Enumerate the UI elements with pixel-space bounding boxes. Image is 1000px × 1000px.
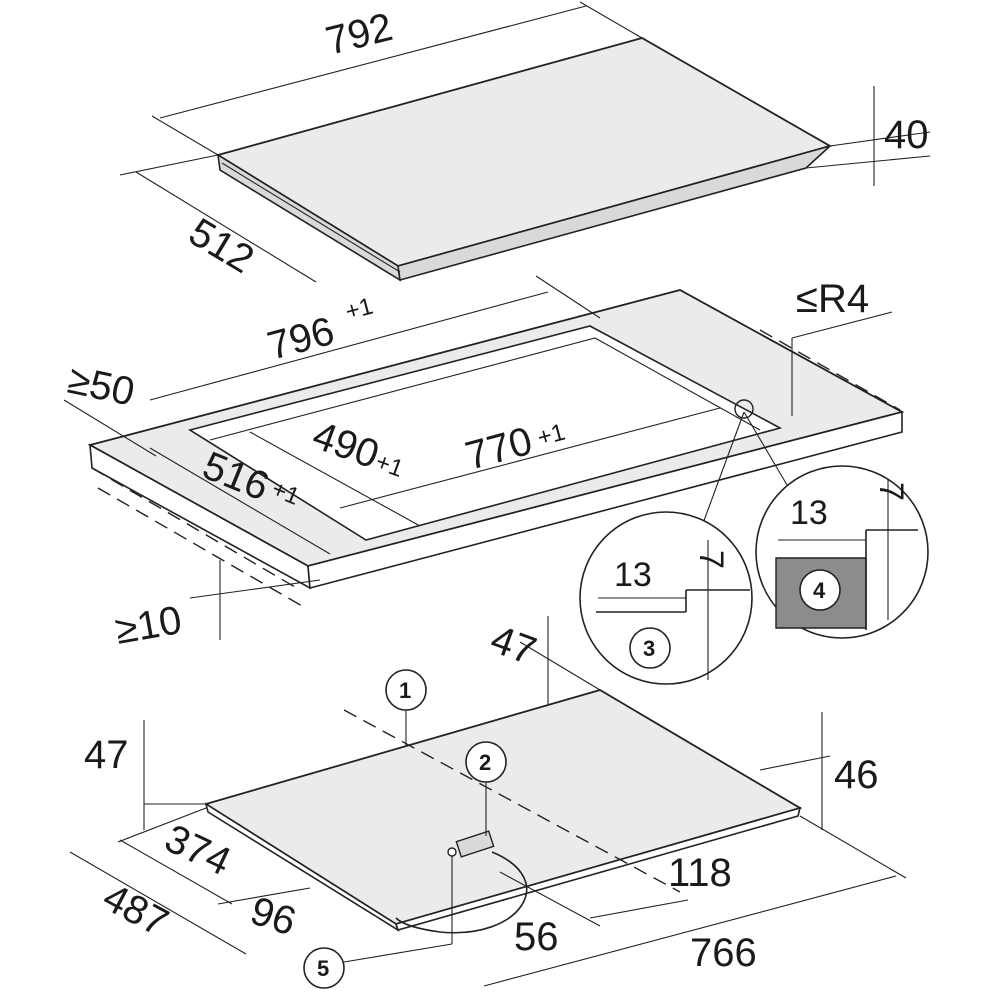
label-callout-2: 2 (479, 750, 491, 775)
dim-796-ext (535, 275, 601, 319)
label-118: 118 (668, 851, 732, 895)
dim-96: 96 (217, 887, 311, 945)
label-766: 766 (690, 931, 757, 975)
label-792: 792 (322, 5, 397, 64)
label-512: 512 (181, 210, 261, 282)
cable-entry (447, 847, 457, 857)
dim-50-line (63, 399, 157, 457)
dim-46-ext (759, 755, 831, 771)
dim-766: 766 (483, 815, 907, 987)
callout-5-circle (303, 947, 345, 989)
dim-47-front: 47 (84, 720, 206, 830)
dim-118: 118 (589, 851, 732, 919)
worktop (87, 289, 905, 607)
worktop-hidden-line-2 (97, 487, 303, 607)
callout-2: 2 (465, 741, 507, 836)
hob-top-trim-line (221, 162, 401, 273)
detail-4-leader (743, 411, 791, 491)
dim-47-rear: 47 (485, 616, 601, 704)
label-r4: ≤R4 (796, 277, 869, 321)
dim-40-ext-top (829, 131, 931, 147)
dim-796-line (149, 291, 549, 401)
dim-487-line (69, 851, 247, 955)
label-796-tol: +1 (343, 293, 376, 326)
dim-512-line (135, 171, 317, 283)
label-47-rear: 47 (485, 617, 542, 674)
label-50: ≥50 (64, 358, 138, 415)
corner-radius-marker (734, 399, 754, 419)
label-callout-1: 1 (399, 678, 411, 703)
worktop-hidden-line-1 (91, 467, 301, 591)
hob-top-panel (215, 37, 833, 282)
dim-490-line (249, 431, 421, 527)
dim-10-ext (189, 579, 321, 599)
worktop-hidden-line-3 (759, 329, 901, 411)
label-47-front: 47 (84, 733, 129, 777)
dim-374-line (119, 839, 233, 905)
label-40: 40 (884, 113, 929, 157)
label-callout-5: 5 (317, 956, 329, 981)
callout-1: 1 (385, 669, 427, 746)
label-56: 56 (514, 915, 559, 959)
label-96: 96 (245, 889, 301, 945)
label-374: 374 (158, 816, 237, 884)
dim-766-line (483, 875, 897, 987)
callout-5: 5 (303, 856, 453, 989)
label-detail-3-width: 13 (614, 556, 652, 594)
dim-40-ext-bottom (805, 155, 931, 169)
dim-766-ext (799, 815, 907, 879)
detail-circle-4: 13 7 4 (743, 411, 929, 639)
label-46: 46 (834, 753, 879, 797)
connector-box (455, 830, 495, 858)
cutout-inner-rim (209, 337, 761, 441)
label-487: 487 (96, 875, 176, 945)
dim-512-ext (119, 154, 219, 176)
detail-3-badge (629, 627, 671, 669)
detail-4-badge (799, 569, 841, 611)
dim-374-ext (117, 807, 207, 843)
worktop-side-edge (307, 410, 903, 590)
hob-bottom-side-edge (394, 806, 802, 931)
callout-5-leader-h (343, 943, 453, 963)
label-detail-4: 4 (813, 578, 826, 603)
dim-516-line (149, 447, 331, 555)
label-detail-4-width: 13 (790, 494, 828, 532)
dim-96-line (217, 887, 311, 905)
label-detail-4-height: 7 (872, 482, 910, 501)
dim-770-line (339, 407, 721, 509)
dim-792-ext-left (151, 115, 219, 156)
label-detail-3: 3 (643, 636, 655, 661)
dim-47-rear-ext (519, 641, 601, 691)
hob-bottom-centerline (343, 709, 681, 893)
label-10: ≥10 (112, 598, 185, 653)
dim-r4-leader-h (791, 311, 893, 339)
power-cable (395, 851, 528, 934)
dim-792-line (159, 5, 587, 119)
dim-792-ext-right (579, 1, 643, 39)
dim-56: 56 (499, 871, 601, 959)
dim-56-line (499, 871, 601, 927)
detail-3-leader (701, 411, 745, 527)
dim-118-line (589, 899, 689, 919)
label-796: 796 (263, 309, 339, 369)
dim-r4: ≤R4 (791, 277, 893, 416)
detail-circle-3: 13 7 3 (579, 411, 753, 685)
cutout-opening (188, 325, 783, 541)
hob-bottom (203, 689, 803, 934)
dim-40: 40 (805, 86, 931, 186)
dim-46: 46 (759, 712, 879, 830)
label-detail-3-height: 7 (692, 550, 730, 569)
